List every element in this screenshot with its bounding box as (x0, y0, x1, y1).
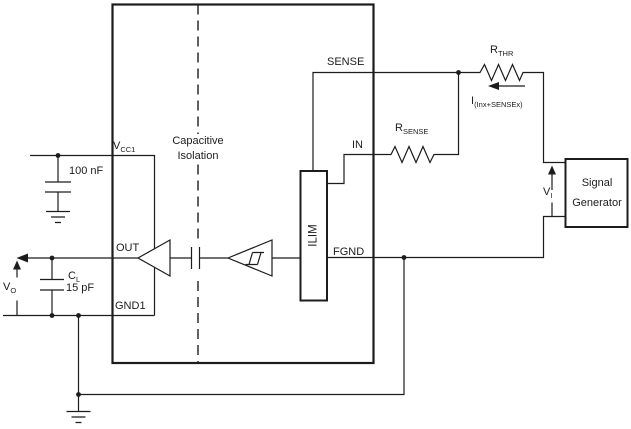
out-arrowhead-icon (16, 253, 28, 263)
rsense-label: RSENSE (395, 122, 429, 137)
fgnd-pin-label: FGND (333, 246, 365, 258)
in-pin-label: IN (352, 139, 363, 151)
rthr-resistor (458, 63, 566, 164)
fgnd-net-wire (77, 215, 566, 396)
signal-generator-box (564, 158, 629, 228)
load-capacitor-value-label: 15 pF (66, 282, 95, 294)
hysteresis-icon (245, 251, 264, 266)
schmitt-buffer-icon (226, 239, 300, 277)
current-arrow (488, 82, 525, 90)
load-capacitor-name-label: CL (68, 270, 81, 285)
signal-generator-label: Signal Generator (572, 177, 622, 209)
chip-outline (111, 3, 375, 365)
sense-pin-label: SENSE (327, 56, 365, 68)
current-arrowhead-icon (488, 82, 499, 90)
load-capacitor (40, 258, 64, 316)
sense-net-wire (312, 71, 459, 171)
ilim-block (299, 170, 328, 302)
vi-label: VI (543, 186, 553, 201)
ilim-label: ILIM (307, 224, 320, 247)
capacitive-isolation-label: Capacitive Isolation (160, 134, 236, 164)
out-pin-label: OUT (116, 242, 140, 254)
ground-symbol-bypass (46, 210, 70, 224)
rsense-resistor (327, 72, 460, 185)
bypass-capacitor-label: 100 nF (69, 165, 104, 177)
ground-symbol-main (66, 394, 91, 424)
vo-label: VO (3, 281, 17, 296)
vi-annotation (548, 165, 556, 217)
vcc1-pin-label: VCC1 (113, 140, 136, 155)
vo-up-arrow-icon (13, 260, 21, 270)
vo-annotation (13, 260, 21, 316)
bypass-capacitor (45, 155, 71, 224)
isolation-capacitor (170, 247, 228, 269)
gnd1-pin-label: GND1 (115, 300, 146, 312)
junction-dots (49, 70, 461, 397)
rthr-label: RTHR (490, 44, 514, 59)
current-label: I(Inx+SENSEx) (471, 95, 523, 110)
vi-up-arrow-icon (548, 165, 556, 175)
